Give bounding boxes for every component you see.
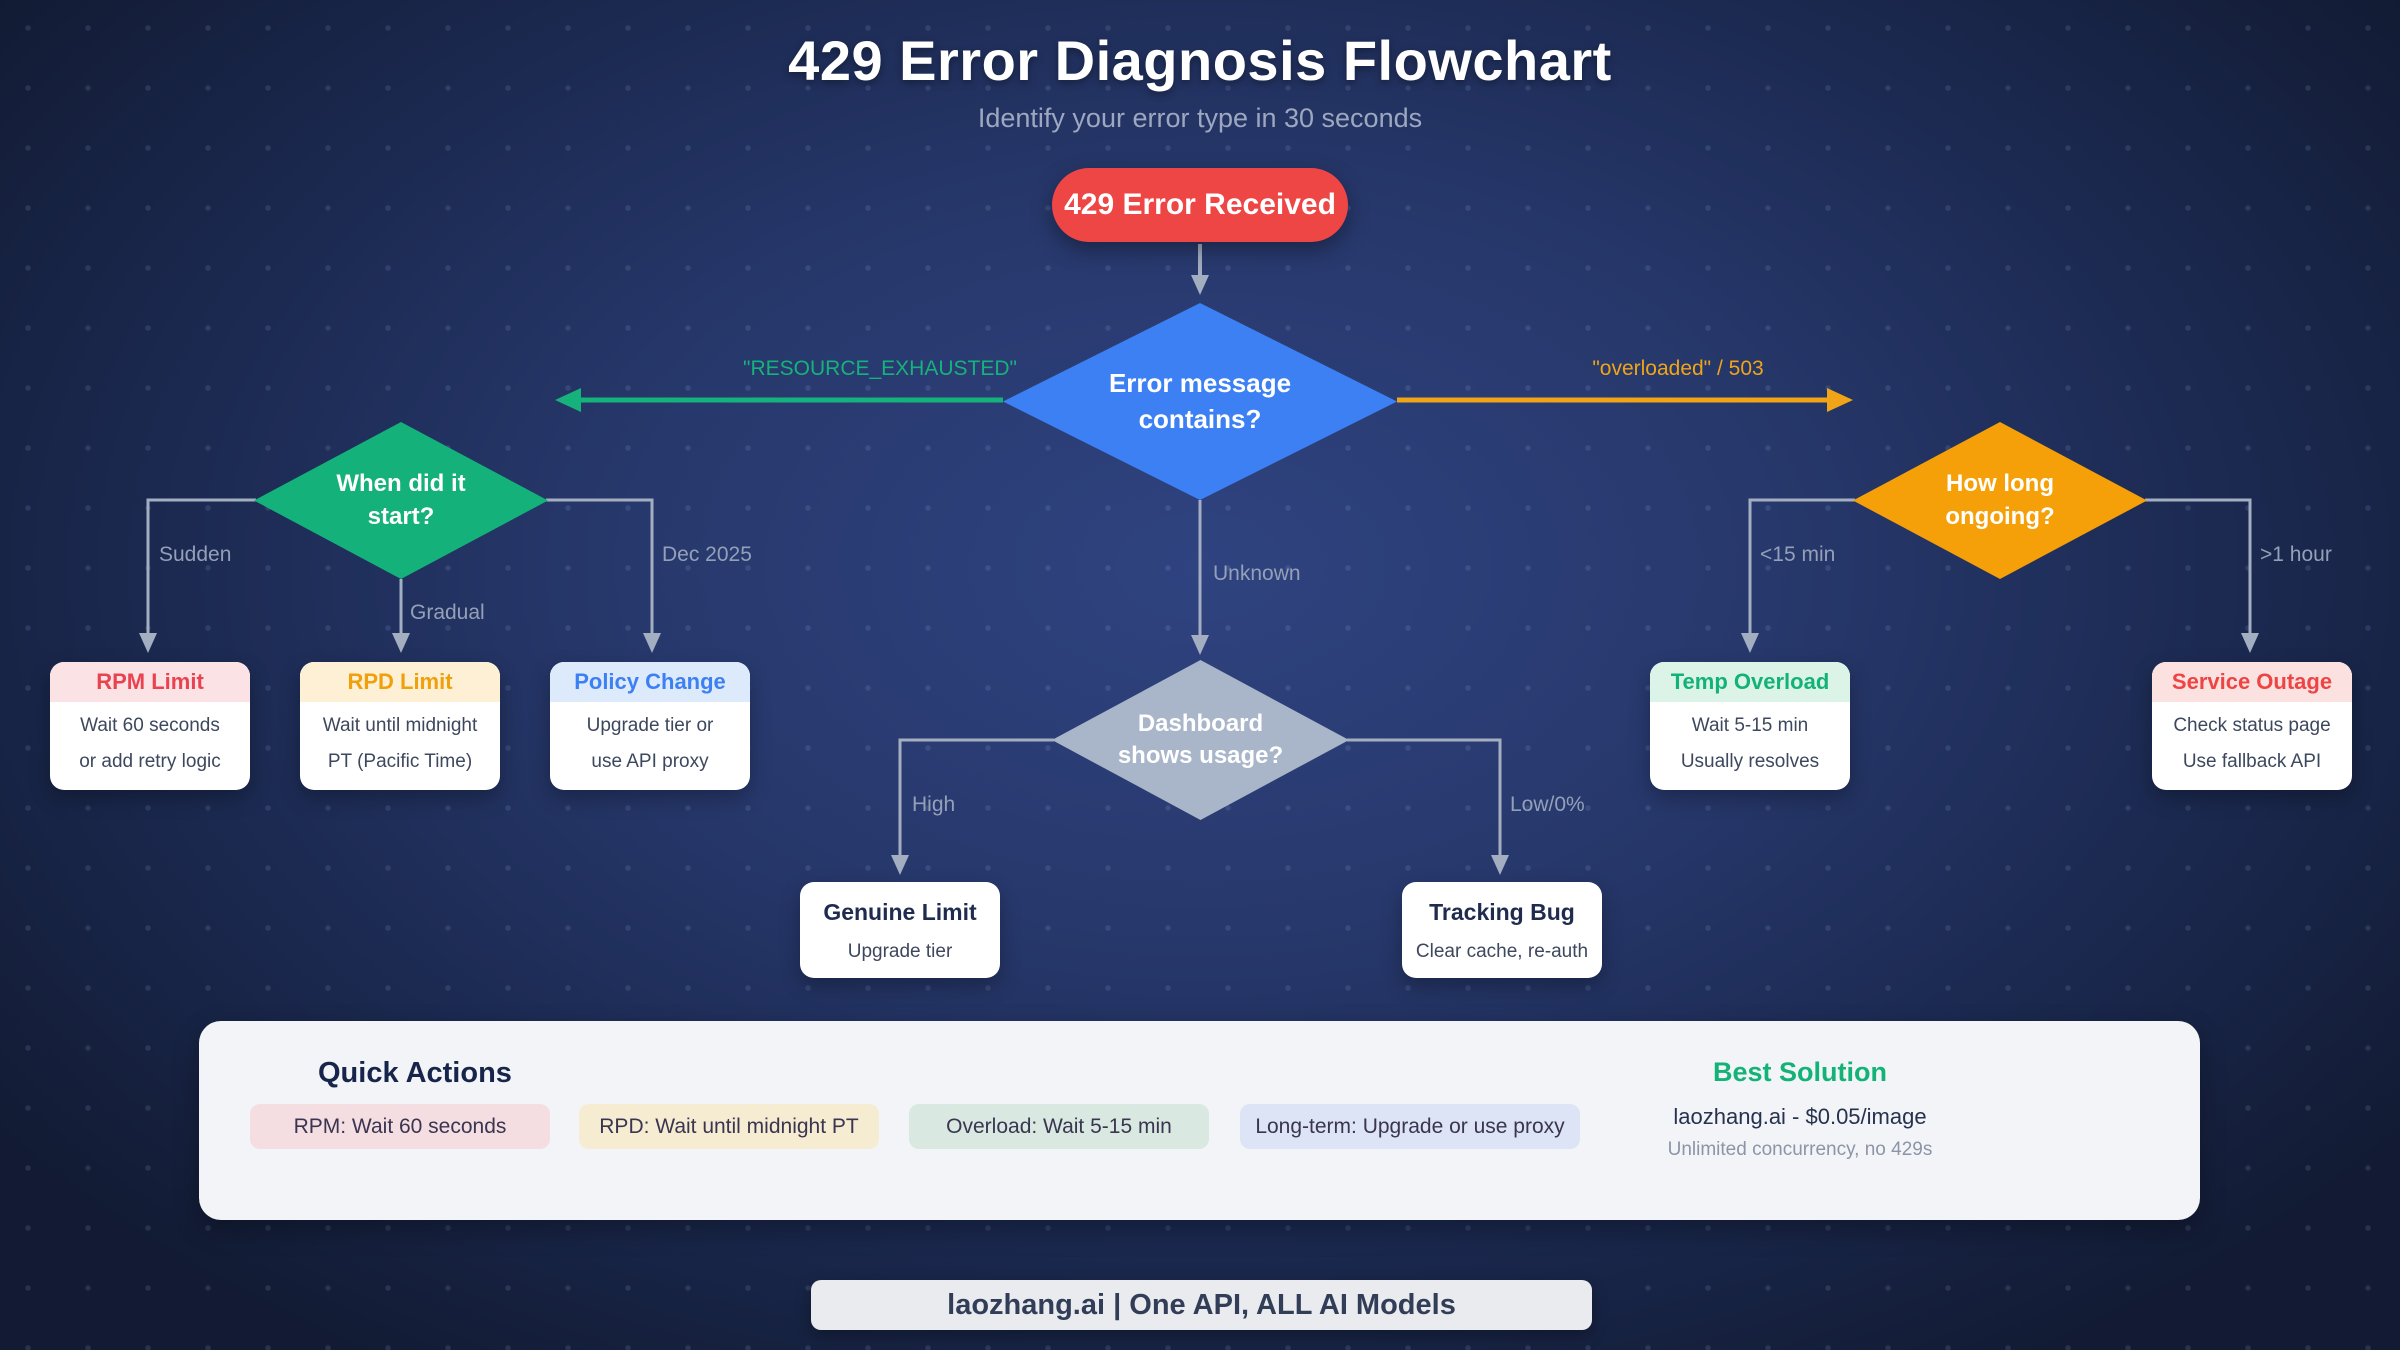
card-text: Wait 5-15 min [1691,715,1809,736]
card-genuine-limit: Genuine Limit Upgrade tier [800,882,1000,978]
card-rpd-limit: RPD Limit Wait until midnight PT (Pacifi… [300,662,500,790]
card-text: Wait until midnight [322,715,478,736]
card-tracking-bug: Tracking Bug Clear cache, re-auth [1402,882,1602,978]
edge-label-low: Low/0% [1510,793,1585,816]
start-node: 429 Error Received [1052,168,1348,242]
card-title: Policy Change [550,662,750,702]
decision-text-line: shows usage? [1117,742,1284,769]
card-text: Upgrade tier or [586,715,714,736]
edge-label-sudden: Sudden [159,543,232,566]
edge-label-resource-exhausted: "RESOURCE_EXHAUSTED" [743,357,1017,380]
card-title: Tracking Bug [1429,899,1575,925]
decision-text-line: start? [367,502,435,530]
page-title: 429 Error Diagnosis Flowchart [788,29,1612,92]
chip-overload: Overload: Wait 5-15 min [909,1104,1209,1149]
card-title: Service Outage [2152,662,2352,702]
chip-long-term: Long-term: Upgrade or use proxy [1240,1104,1580,1149]
edge-label-gradual: Gradual [410,601,485,624]
card-text: PT (Pacific Time) [327,750,473,772]
card-title: RPD Limit [300,662,500,702]
card-text: Use fallback API [2182,750,2322,772]
card-text: Wait 60 seconds [80,715,220,736]
card-title: RPM Limit [50,662,250,702]
decision-text-line: ongoing? [1945,502,2055,530]
edge-label-15min: <15 min [1760,543,1836,566]
quick-actions-heading: Quick Actions [318,1057,512,1089]
footer-banner: laozhang.ai | One API, ALL AI Models [811,1280,1592,1330]
card-temp-overload: Temp Overload Wait 5-15 min Usually reso… [1650,662,1850,790]
quick-actions-panel: Quick Actions RPM: Wait 60 seconds RPD: … [199,1021,2200,1220]
card-text: use API proxy [591,750,709,772]
edge-label-overloaded: "overloaded" / 503 [1592,357,1764,380]
card-text: Check status page [2173,715,2331,736]
decision-text-line: When did it [336,470,466,498]
card-rpm-limit: RPM Limit Wait 60 seconds or add retry l… [50,662,250,790]
chip-rpd: RPD: Wait until midnight PT [579,1104,879,1149]
best-solution-block: Best Solution laozhang.ai - $0.05/image … [1600,1021,2000,1161]
card-text: Usually resolves [1680,750,1820,772]
card-text: Upgrade tier [847,941,953,962]
decision-text-line: Error message [1108,368,1292,399]
decision-text-line: Dashboard [1137,709,1264,737]
card-service-outage: Service Outage Check status page Use fal… [2152,662,2352,790]
card-text: or add retry logic [79,750,221,772]
best-solution-detail: Unlimited concurrency, no 429s [1667,1139,1933,1160]
chip-rpm: RPM: Wait 60 seconds [250,1104,550,1149]
best-solution-offer: laozhang.ai - $0.05/image [1673,1104,1927,1129]
edge-label-unknown: Unknown [1213,562,1301,585]
page-subtitle: Identify your error type in 30 seconds [977,103,1423,133]
decision-text-line: contains? [1138,403,1262,434]
edge-label-1hour: >1 hour [2260,543,2332,566]
card-policy-change: Policy Change Upgrade tier or use API pr… [550,662,750,790]
decision-text-line: How long [1946,470,2054,498]
edge-label-high: High [912,793,956,816]
edge-label-dec-2025: Dec 2025 [662,543,752,566]
best-solution-heading: Best Solution [1713,1057,1887,1087]
card-title: Temp Overload [1650,662,1850,702]
card-title: Genuine Limit [823,899,977,925]
card-text: Clear cache, re-auth [1415,941,1589,962]
